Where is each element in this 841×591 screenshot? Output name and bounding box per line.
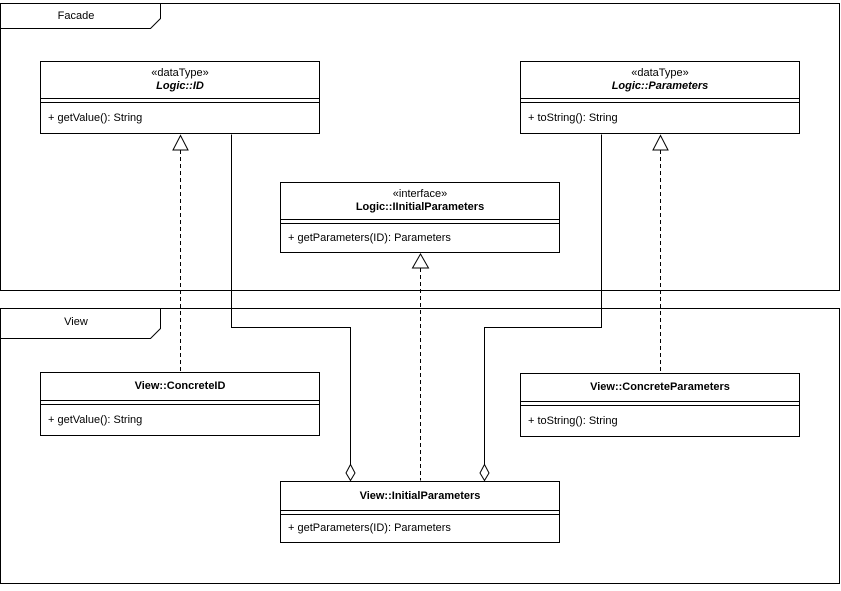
hollow-triangle-arrowhead-icon — [411, 252, 430, 269]
class-logic-parameters: «dataType» Logic::Parameters + toString(… — [520, 61, 800, 134]
class-members: + getParameters(ID): Parameters — [281, 515, 559, 542]
class-name: View::InitialParameters — [359, 489, 481, 502]
method-label: + toString(): String — [528, 111, 618, 124]
compartment-separator — [521, 402, 799, 406]
open-diamond-icon — [479, 463, 490, 482]
compartment-separator — [41, 99, 319, 103]
stereotype-label: «dataType» — [151, 67, 209, 79]
class-name: View::ConcreteID — [134, 380, 226, 392]
method-label: + getParameters(ID): Parameters — [288, 522, 451, 534]
package-view-tab — [0, 308, 161, 339]
class-name: Logic::IInitialParameters — [355, 201, 485, 213]
class-title: View::ConcreteID — [41, 373, 319, 401]
method-label: + toString(): String — [528, 414, 618, 427]
class-name: Logic::ID — [156, 80, 204, 92]
class-logic-id: «dataType» Logic::ID + getValue(): Strin… — [40, 61, 320, 134]
class-name: Logic::Parameters — [611, 80, 709, 92]
compartment-separator — [281, 511, 559, 515]
method-label: + getValue(): String — [48, 111, 143, 124]
class-title: View::ConcreteParameters — [521, 374, 799, 402]
class-title: «dataType» Logic::ID — [41, 62, 319, 99]
compartment-separator — [41, 401, 319, 405]
compartment-separator — [281, 220, 559, 224]
package-view-label: View — [64, 315, 88, 328]
open-diamond-icon — [345, 463, 356, 482]
class-logic-iinitialparameters: «interface» Logic::IInitialParameters + … — [280, 182, 560, 253]
method-label: + getValue(): String — [48, 413, 143, 426]
class-view-concreteid: View::ConcreteID + getValue(): String — [40, 372, 320, 436]
compartment-separator — [521, 99, 799, 103]
class-name: View::ConcreteParameters — [590, 381, 730, 393]
class-view-concreteparameters: View::ConcreteParameters + toString(): S… — [520, 373, 800, 437]
realization-edge-initialparameters-to-iinitialparameters — [411, 252, 430, 481]
stereotype-label: «dataType» — [631, 67, 689, 79]
class-members: + toString(): String — [521, 406, 799, 436]
class-members: + getParameters(ID): Parameters — [281, 224, 559, 252]
hollow-triangle-arrowhead-icon — [172, 134, 189, 151]
method-label: + getParameters(ID): Parameters — [288, 231, 451, 244]
aggregation-edge-initialparameters-to-logicid — [231, 134, 356, 482]
package-facade-label: Facade — [57, 9, 95, 22]
class-members: + getValue(): String — [41, 405, 319, 435]
realization-edge-concreteid-to-logicid — [172, 134, 189, 372]
class-title: View::InitialParameters — [281, 482, 559, 511]
class-title: «interface» Logic::IInitialParameters — [281, 183, 559, 220]
realization-edge-concreteparameters-to-logicparameters — [652, 134, 669, 373]
class-title: «dataType» Logic::Parameters — [521, 62, 799, 99]
stereotype-label: «interface» — [392, 188, 448, 200]
class-members: + toString(): String — [521, 103, 799, 133]
hollow-triangle-arrowhead-icon — [652, 134, 669, 151]
package-facade-tab — [0, 3, 161, 29]
aggregation-edge-initialparameters-to-logicparameters — [479, 134, 602, 482]
class-view-initialparameters: View::InitialParameters + getParameters(… — [280, 481, 560, 543]
class-members: + getValue(): String — [41, 103, 319, 133]
package-view-outline — [0, 308, 840, 584]
